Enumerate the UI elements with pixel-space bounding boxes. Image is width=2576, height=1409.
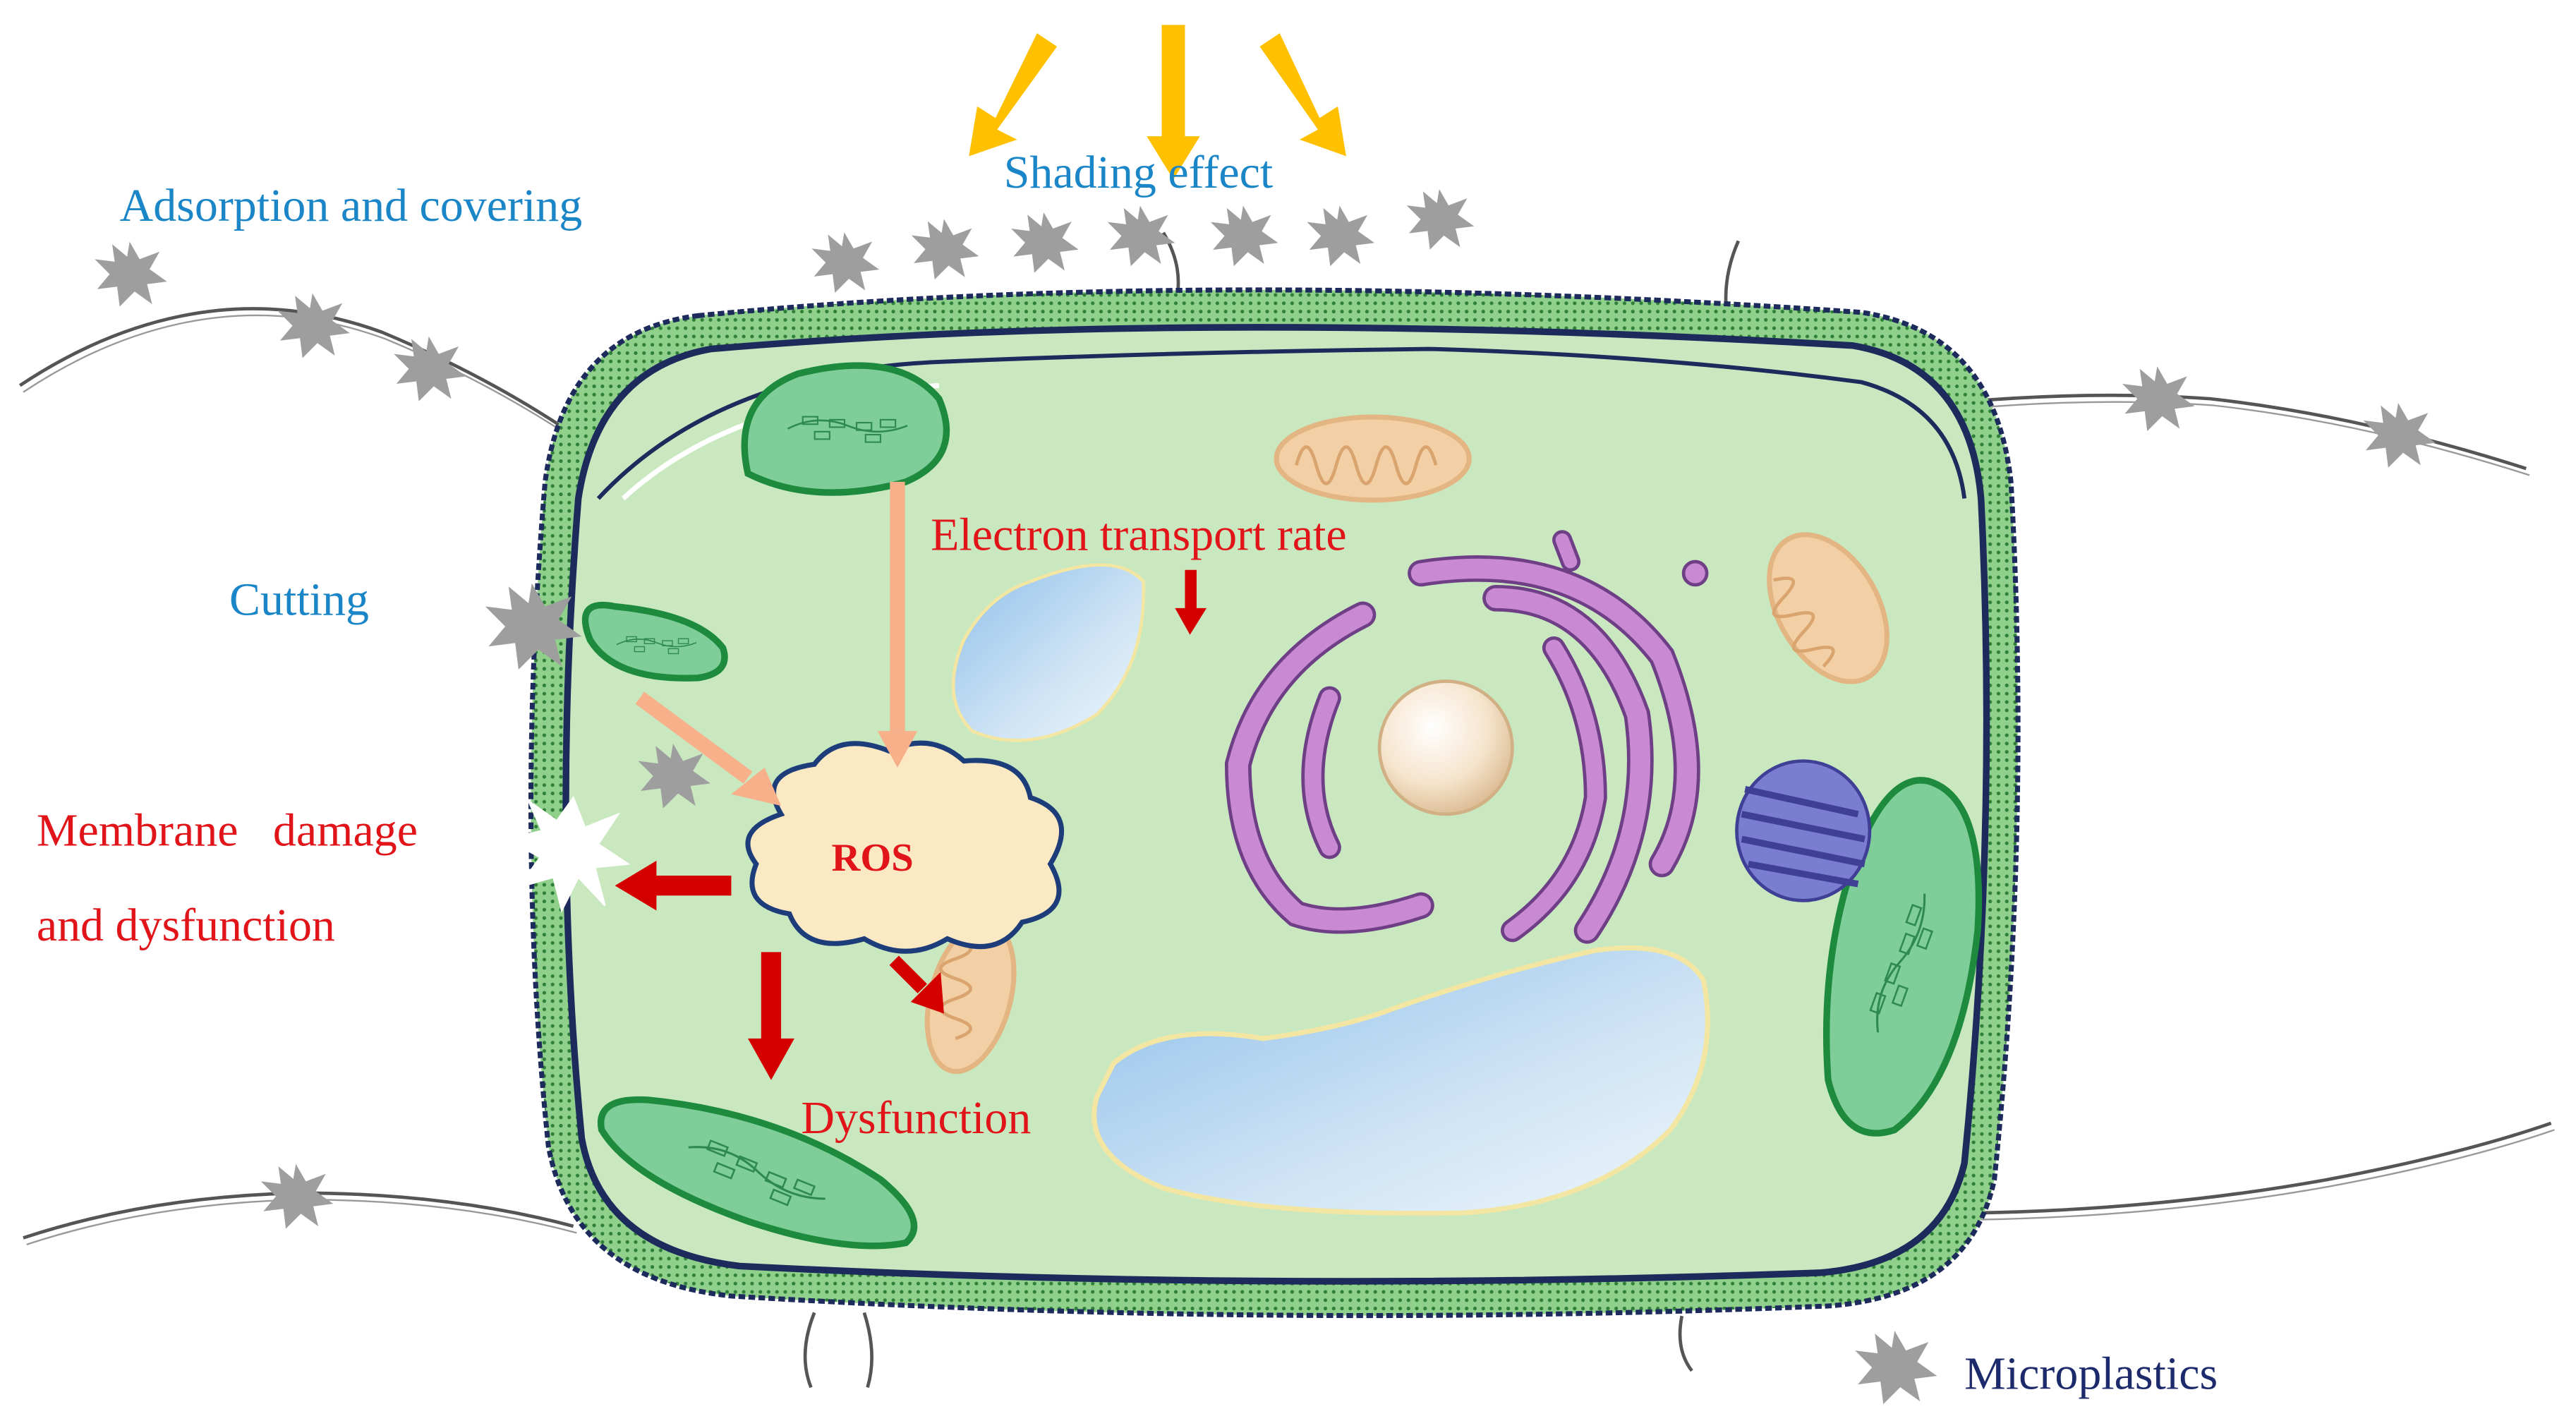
light-arrows <box>969 25 1346 180</box>
legend: Microplastics <box>1855 1331 2218 1405</box>
mitochondrion <box>1767 532 1889 684</box>
golgi-apparatus <box>1735 759 1872 902</box>
salmon-arrow <box>877 481 918 768</box>
microplastic-icon <box>1855 1331 1937 1405</box>
red-arrow-mito <box>889 955 944 1014</box>
red-arrow-membrane <box>615 860 732 911</box>
adsorption-label: Adsorption and covering <box>120 180 583 231</box>
dysfunction-label: Dysfunction <box>801 1092 1031 1144</box>
chloroplast <box>741 362 950 496</box>
central-vacuole <box>1092 945 1710 1216</box>
small-vacuole <box>951 563 1146 742</box>
endoplasmic-reticulum <box>1224 530 1700 944</box>
membrane-dysfunction-label: and dysfunction <box>37 900 335 951</box>
cutting-label: Cutting <box>229 574 369 625</box>
damage-splash <box>504 795 631 913</box>
legend-label: Microplastics <box>1964 1348 2218 1400</box>
electron-transport-label: Electron transport rate <box>931 509 1347 560</box>
mitochondrion <box>1274 414 1472 503</box>
red-arrow-electron <box>1175 569 1207 635</box>
membrane-damage-label: Membrane damage <box>37 805 418 857</box>
shading-effect-label: Shading effect <box>1004 147 1274 198</box>
nucleus <box>1377 679 1514 816</box>
ros-label: ROS <box>832 836 914 880</box>
red-arrow-down <box>747 952 794 1080</box>
chloroplast <box>597 1096 918 1250</box>
salmon-arrow <box>635 691 782 806</box>
ros-cloud <box>745 740 1064 954</box>
chloroplast <box>581 601 728 682</box>
vesicle <box>1681 560 1709 587</box>
